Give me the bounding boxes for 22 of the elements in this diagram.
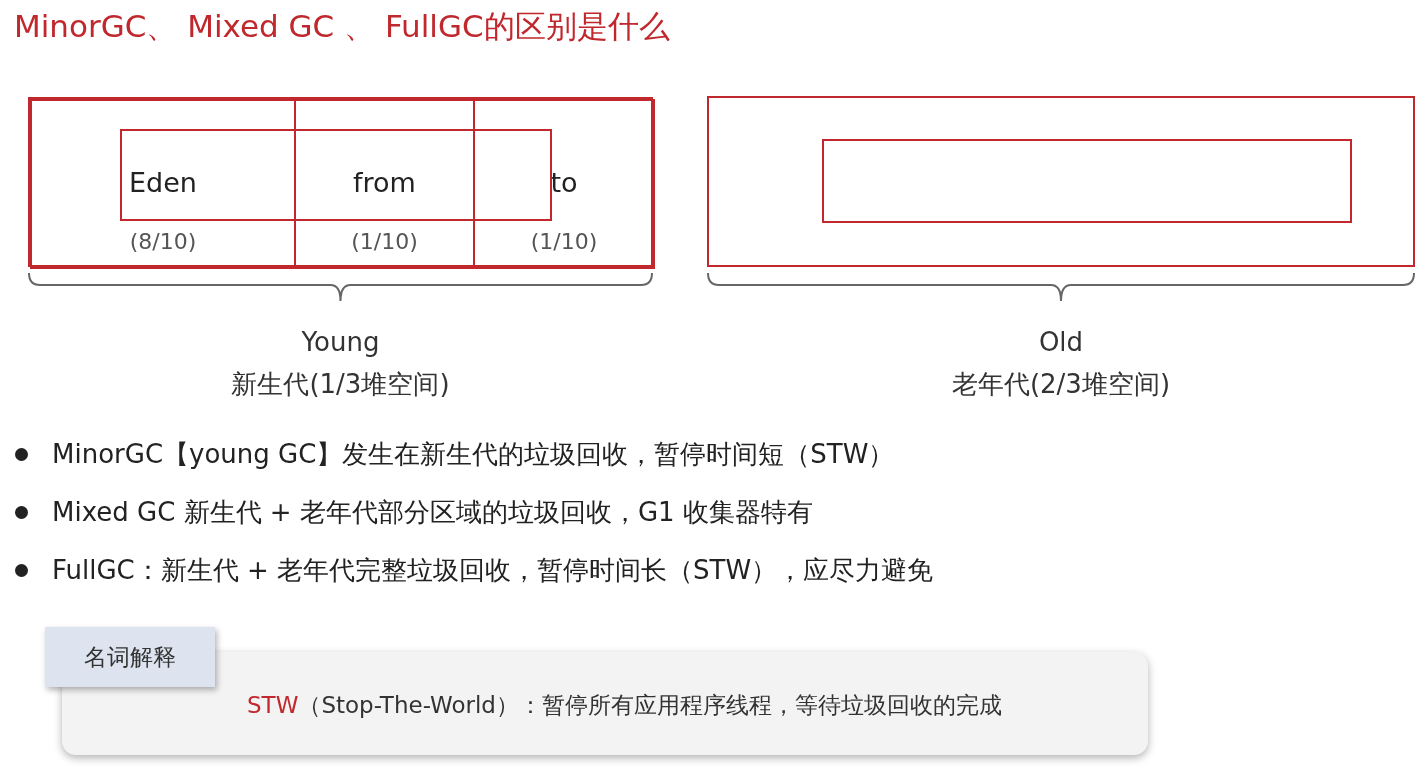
size-ratio: (1/10)	[529, 229, 599, 254]
region-name: Eden	[128, 167, 198, 198]
region-name: from	[352, 167, 417, 198]
tab-label: 名词解释	[83, 643, 177, 672]
group-caption: 老年代(2/3堆空间)	[950, 368, 1172, 401]
title: MinorGC、 Mixed GC 、 FullGC的区别是什么	[14, 7, 670, 46]
region-name: to	[549, 167, 579, 198]
size-ratio: (1/10)	[350, 229, 419, 254]
bullet-text: FullGC：新生代 + 老年代完整垃圾回收，暂停时间长（STW），应尽力避免	[52, 554, 934, 587]
group-caption: 新生代(1/3堆空间)	[230, 368, 451, 401]
memory-region	[473, 99, 655, 269]
bullet-text: MinorGC【young GC】发生在新生代的垃圾回收，暂停时间短（STW）	[52, 438, 895, 471]
memory-region	[294, 99, 475, 269]
memory-region	[30, 99, 296, 269]
heap-area-box	[28, 97, 653, 267]
size-ratio: (8/10)	[128, 229, 198, 254]
heap-area-box	[707, 96, 1415, 267]
bullet-text: Mixed GC 新生代 + 老年代部分区域的垃圾回收，G1 收集器特有	[52, 496, 813, 529]
group-name: Old	[1037, 327, 1085, 357]
definition-text: STW（Stop-The-World）：暂停所有应用程序线程，等待垃圾回收的完成	[247, 691, 1002, 720]
group-name: Young	[300, 327, 381, 357]
heading-tab	[45, 627, 215, 687]
